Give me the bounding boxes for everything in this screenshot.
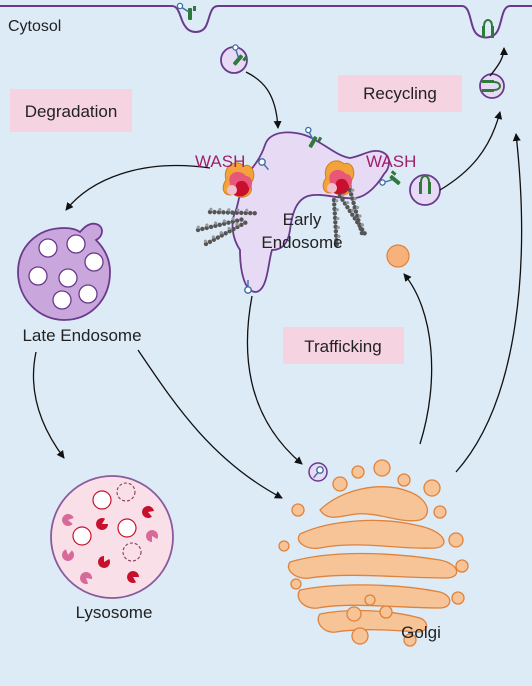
- cytosol-label: Cytosol: [8, 18, 61, 35]
- trafficking-label: Trafficking: [304, 337, 381, 356]
- late-endosome-label: Late Endosome: [22, 326, 141, 345]
- arrow-golgi-to-vesicle: [403, 273, 433, 445]
- arrow-endosome-to-golgi: [246, 295, 303, 465]
- arrow-golgi-recycling: [455, 133, 523, 473]
- arrow-to-late-endosome: [65, 164, 211, 211]
- degradation-box: [10, 89, 132, 132]
- early-endosome-label-line2: Endosome: [261, 233, 342, 252]
- membrane-receptor-2: [482, 19, 494, 38]
- arrow-late-to-lysosome: [32, 351, 65, 459]
- arrow-late-to-golgi: [137, 349, 283, 499]
- golgi-label: Golgi: [401, 623, 441, 642]
- trafficking-box: [283, 327, 404, 364]
- wash-label-right: WASH: [366, 152, 416, 171]
- plasma-membrane: [0, 5, 532, 39]
- recycling-label: Recycling: [363, 84, 437, 103]
- arrow-recycling-out: [439, 111, 503, 191]
- recycling-vesicle-right: [409, 174, 441, 206]
- golgi-incoming-receptor: [308, 462, 328, 482]
- recycling-receptor-icon: [482, 80, 501, 92]
- lysosome-label: Lysosome: [76, 603, 153, 622]
- pathway-arrows: [32, 47, 523, 499]
- wash-label-left: WASH: [195, 152, 245, 171]
- orange-vesicle: [386, 244, 410, 268]
- recycling-vesicle-receptor-icon: [419, 175, 431, 194]
- golgi-apparatus: [278, 459, 469, 647]
- recycling-box: [338, 75, 462, 112]
- arrow-endocytosis: [245, 71, 282, 129]
- lysosome-degraded-vesicles: [116, 482, 142, 562]
- degradation-label: Degradation: [25, 102, 118, 121]
- arrow-to-membrane: [489, 47, 508, 77]
- early-endosome-label-line1: Early: [283, 210, 322, 229]
- intraluminal-vesicles: [28, 234, 104, 310]
- lysosome-vesicles: [72, 490, 137, 546]
- lysosome: [50, 475, 174, 599]
